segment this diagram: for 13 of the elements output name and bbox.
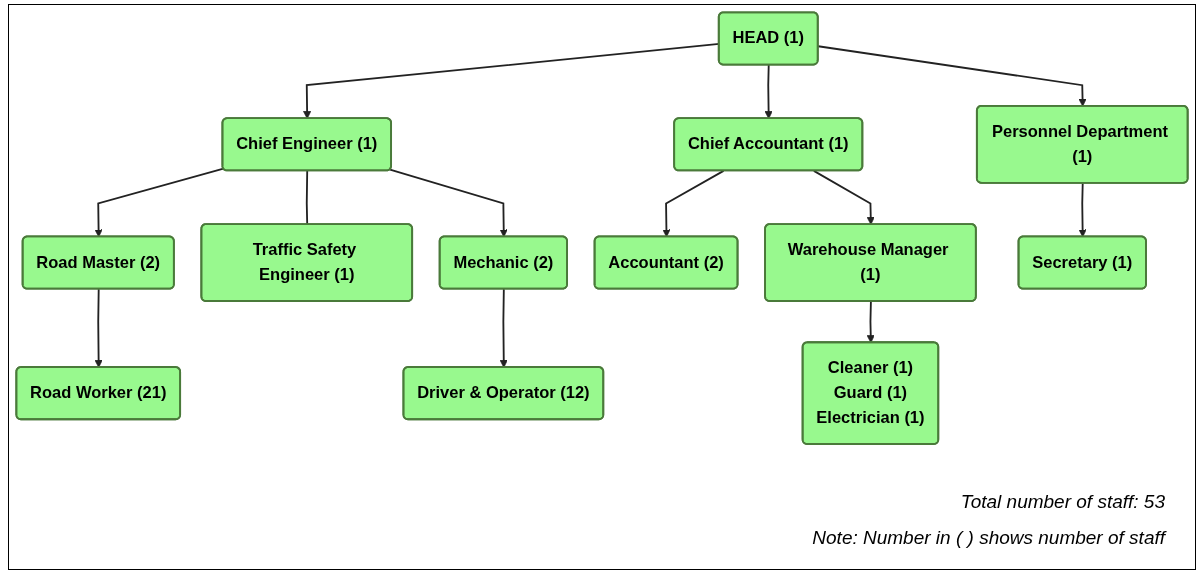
arrow xyxy=(1078,182,1087,238)
arrow xyxy=(94,167,225,238)
arrow xyxy=(866,300,875,344)
arrow xyxy=(94,288,103,368)
arrow xyxy=(389,168,508,238)
arrow xyxy=(499,288,508,368)
arrow xyxy=(817,45,1087,107)
connector xyxy=(305,169,309,226)
note-text: Total number of staff: 53 xyxy=(959,491,1165,513)
arrow xyxy=(662,169,725,238)
arrow xyxy=(812,169,875,225)
note-text: Note: Number in ( ) shows number of staff xyxy=(811,527,1165,549)
arrow xyxy=(764,64,773,119)
